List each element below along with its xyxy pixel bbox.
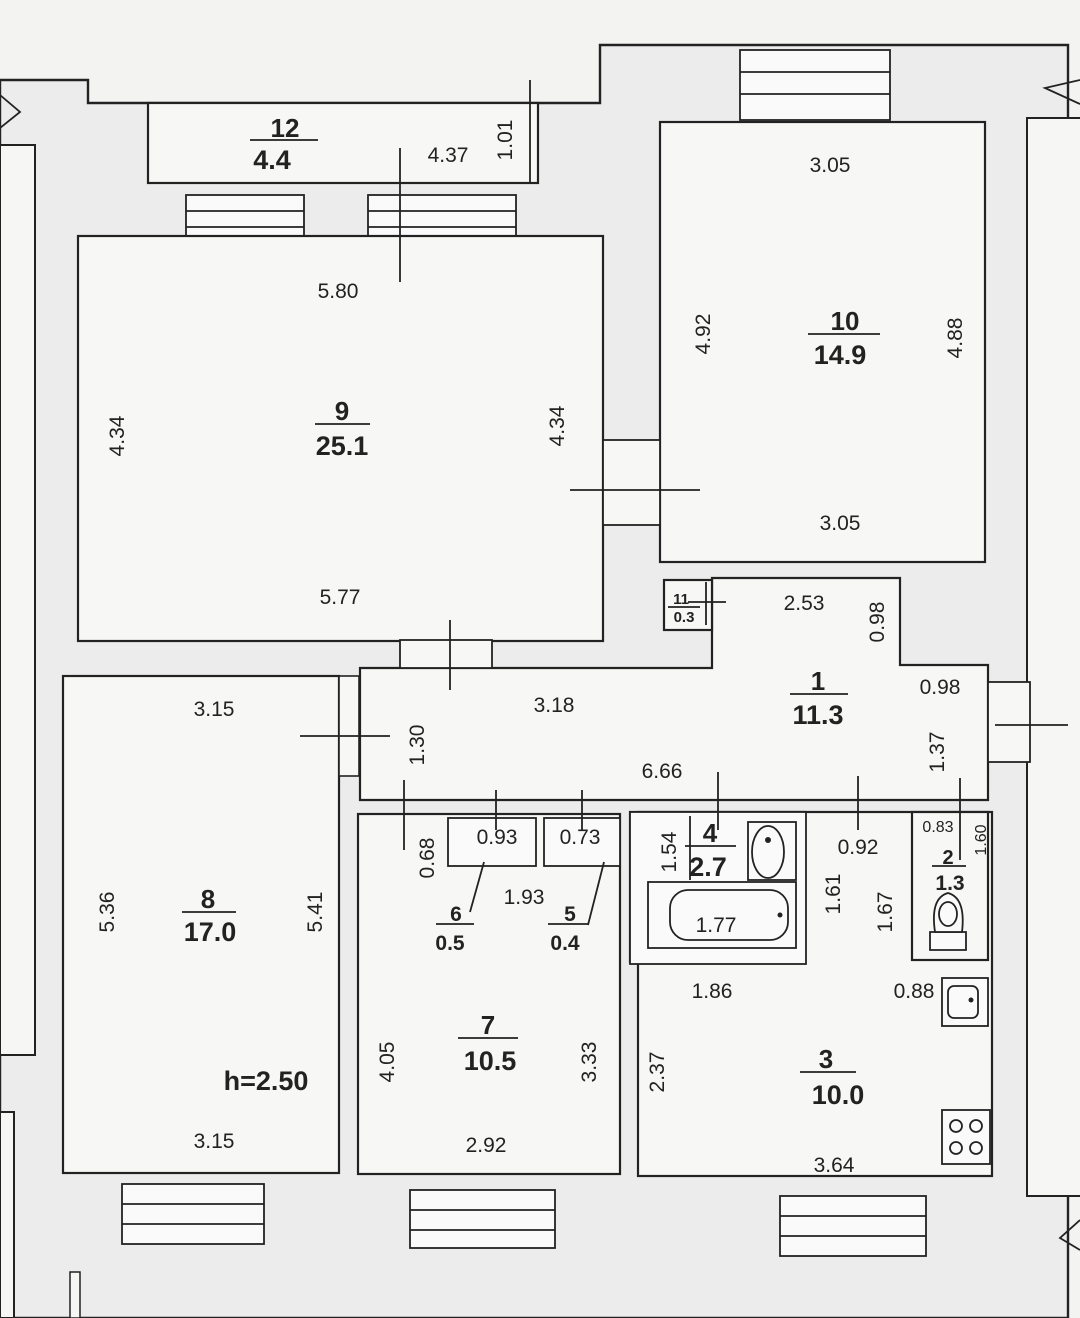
svg-text:4.34: 4.34 — [546, 405, 569, 446]
svg-text:0.83: 0.83 — [922, 819, 953, 836]
svg-text:0.68: 0.68 — [416, 838, 439, 879]
svg-text:0.92: 0.92 — [838, 836, 879, 859]
svg-text:1.77: 1.77 — [696, 914, 737, 937]
svg-text:6.66: 6.66 — [642, 760, 683, 783]
room-8-area: 17.0 — [184, 917, 237, 947]
svg-text:3.15: 3.15 — [194, 698, 235, 721]
svg-text:1.37: 1.37 — [926, 732, 949, 773]
toilet — [929, 931, 967, 951]
svg-text:3.64: 3.64 — [814, 1154, 855, 1177]
svg-text:0.93: 0.93 — [477, 826, 518, 849]
svg-text:4.92: 4.92 — [692, 314, 715, 355]
room-5-area: 0.4 — [550, 932, 580, 955]
svg-text:2.92: 2.92 — [466, 1134, 507, 1157]
svg-text:3.05: 3.05 — [820, 512, 861, 535]
svg-text:1.61: 1.61 — [822, 874, 845, 915]
room-1 — [358, 576, 990, 802]
dimension-labels: 4.37 1.01 5.80 5.77 4.34 4.34 3.05 3.05 … — [96, 120, 990, 1177]
svg-text:1.86: 1.86 — [692, 980, 733, 1003]
room-6 — [447, 817, 537, 867]
svg-text:4.88: 4.88 — [944, 318, 967, 359]
room-labels: 12 4.4 9 25.1 10 14.9 11 0.3 1 11.3 8 17… — [182, 113, 966, 1110]
room-11-area: 0.3 — [674, 609, 695, 626]
room-10 — [658, 120, 987, 564]
ceiling-height: h=2.50 — [224, 1066, 309, 1096]
room-11 — [662, 578, 714, 632]
room-7-area: 10.5 — [464, 1046, 517, 1076]
rooms — [61, 120, 1031, 1178]
room-12-area: 4.4 — [253, 145, 291, 175]
room-10-area: 14.9 — [814, 340, 867, 370]
svg-text:5.77: 5.77 — [320, 586, 361, 609]
svg-text:3.18: 3.18 — [534, 694, 575, 717]
room-7 — [356, 812, 622, 1176]
svg-text:3.05: 3.05 — [810, 154, 851, 177]
svg-text:0.88: 0.88 — [894, 980, 935, 1003]
svg-text:4.34: 4.34 — [106, 415, 129, 456]
room-4-number: 4 — [703, 818, 718, 848]
room-1-number: 1 — [811, 666, 825, 696]
room-9-number: 9 — [335, 396, 349, 426]
room-10-number: 10 — [831, 306, 860, 336]
room-6-area: 0.5 — [435, 932, 465, 955]
stove — [941, 1109, 991, 1165]
fixtures — [647, 821, 991, 1165]
room-8-number: 8 — [201, 884, 215, 914]
svg-text:5.36: 5.36 — [96, 892, 119, 933]
svg-text:1.67: 1.67 — [874, 892, 897, 933]
door-marks — [300, 148, 1068, 926]
svg-text:1.54: 1.54 — [658, 831, 681, 872]
room-3-area: 10.0 — [812, 1080, 865, 1110]
room-11-number: 11 — [673, 591, 689, 608]
room-2-area: 1.3 — [935, 872, 964, 895]
svg-text:4.37: 4.37 — [428, 144, 469, 167]
room-8 — [61, 674, 341, 1175]
room-7-number: 7 — [481, 1010, 495, 1040]
room-2-number: 2 — [942, 847, 953, 869]
svg-text:1.01: 1.01 — [494, 120, 517, 161]
room-3-number: 3 — [819, 1044, 833, 1074]
room-4-area: 2.7 — [689, 852, 727, 882]
svg-text:0.98: 0.98 — [866, 602, 889, 643]
svg-text:5.80: 5.80 — [318, 280, 359, 303]
svg-text:1.60: 1.60 — [973, 824, 990, 855]
svg-text:0.73: 0.73 — [560, 826, 601, 849]
svg-text:2.53: 2.53 — [784, 592, 825, 615]
svg-text:0.98: 0.98 — [920, 676, 961, 699]
balcony-12 — [88, 80, 540, 185]
svg-text:3.15: 3.15 — [194, 1130, 235, 1153]
svg-text:5.41: 5.41 — [304, 892, 327, 933]
svg-text:2.37: 2.37 — [646, 1052, 669, 1093]
svg-text:4.05: 4.05 — [376, 1042, 399, 1083]
room-6-number: 6 — [450, 903, 462, 926]
room-9-area: 25.1 — [316, 431, 369, 461]
room-5-number: 5 — [564, 903, 576, 926]
svg-text:1.30: 1.30 — [406, 725, 429, 766]
room-9 — [76, 234, 605, 643]
svg-text:3.33: 3.33 — [578, 1042, 601, 1083]
svg-text:1.93: 1.93 — [504, 886, 545, 909]
room-12-number: 12 — [271, 113, 300, 143]
room-1-area: 11.3 — [792, 700, 843, 730]
